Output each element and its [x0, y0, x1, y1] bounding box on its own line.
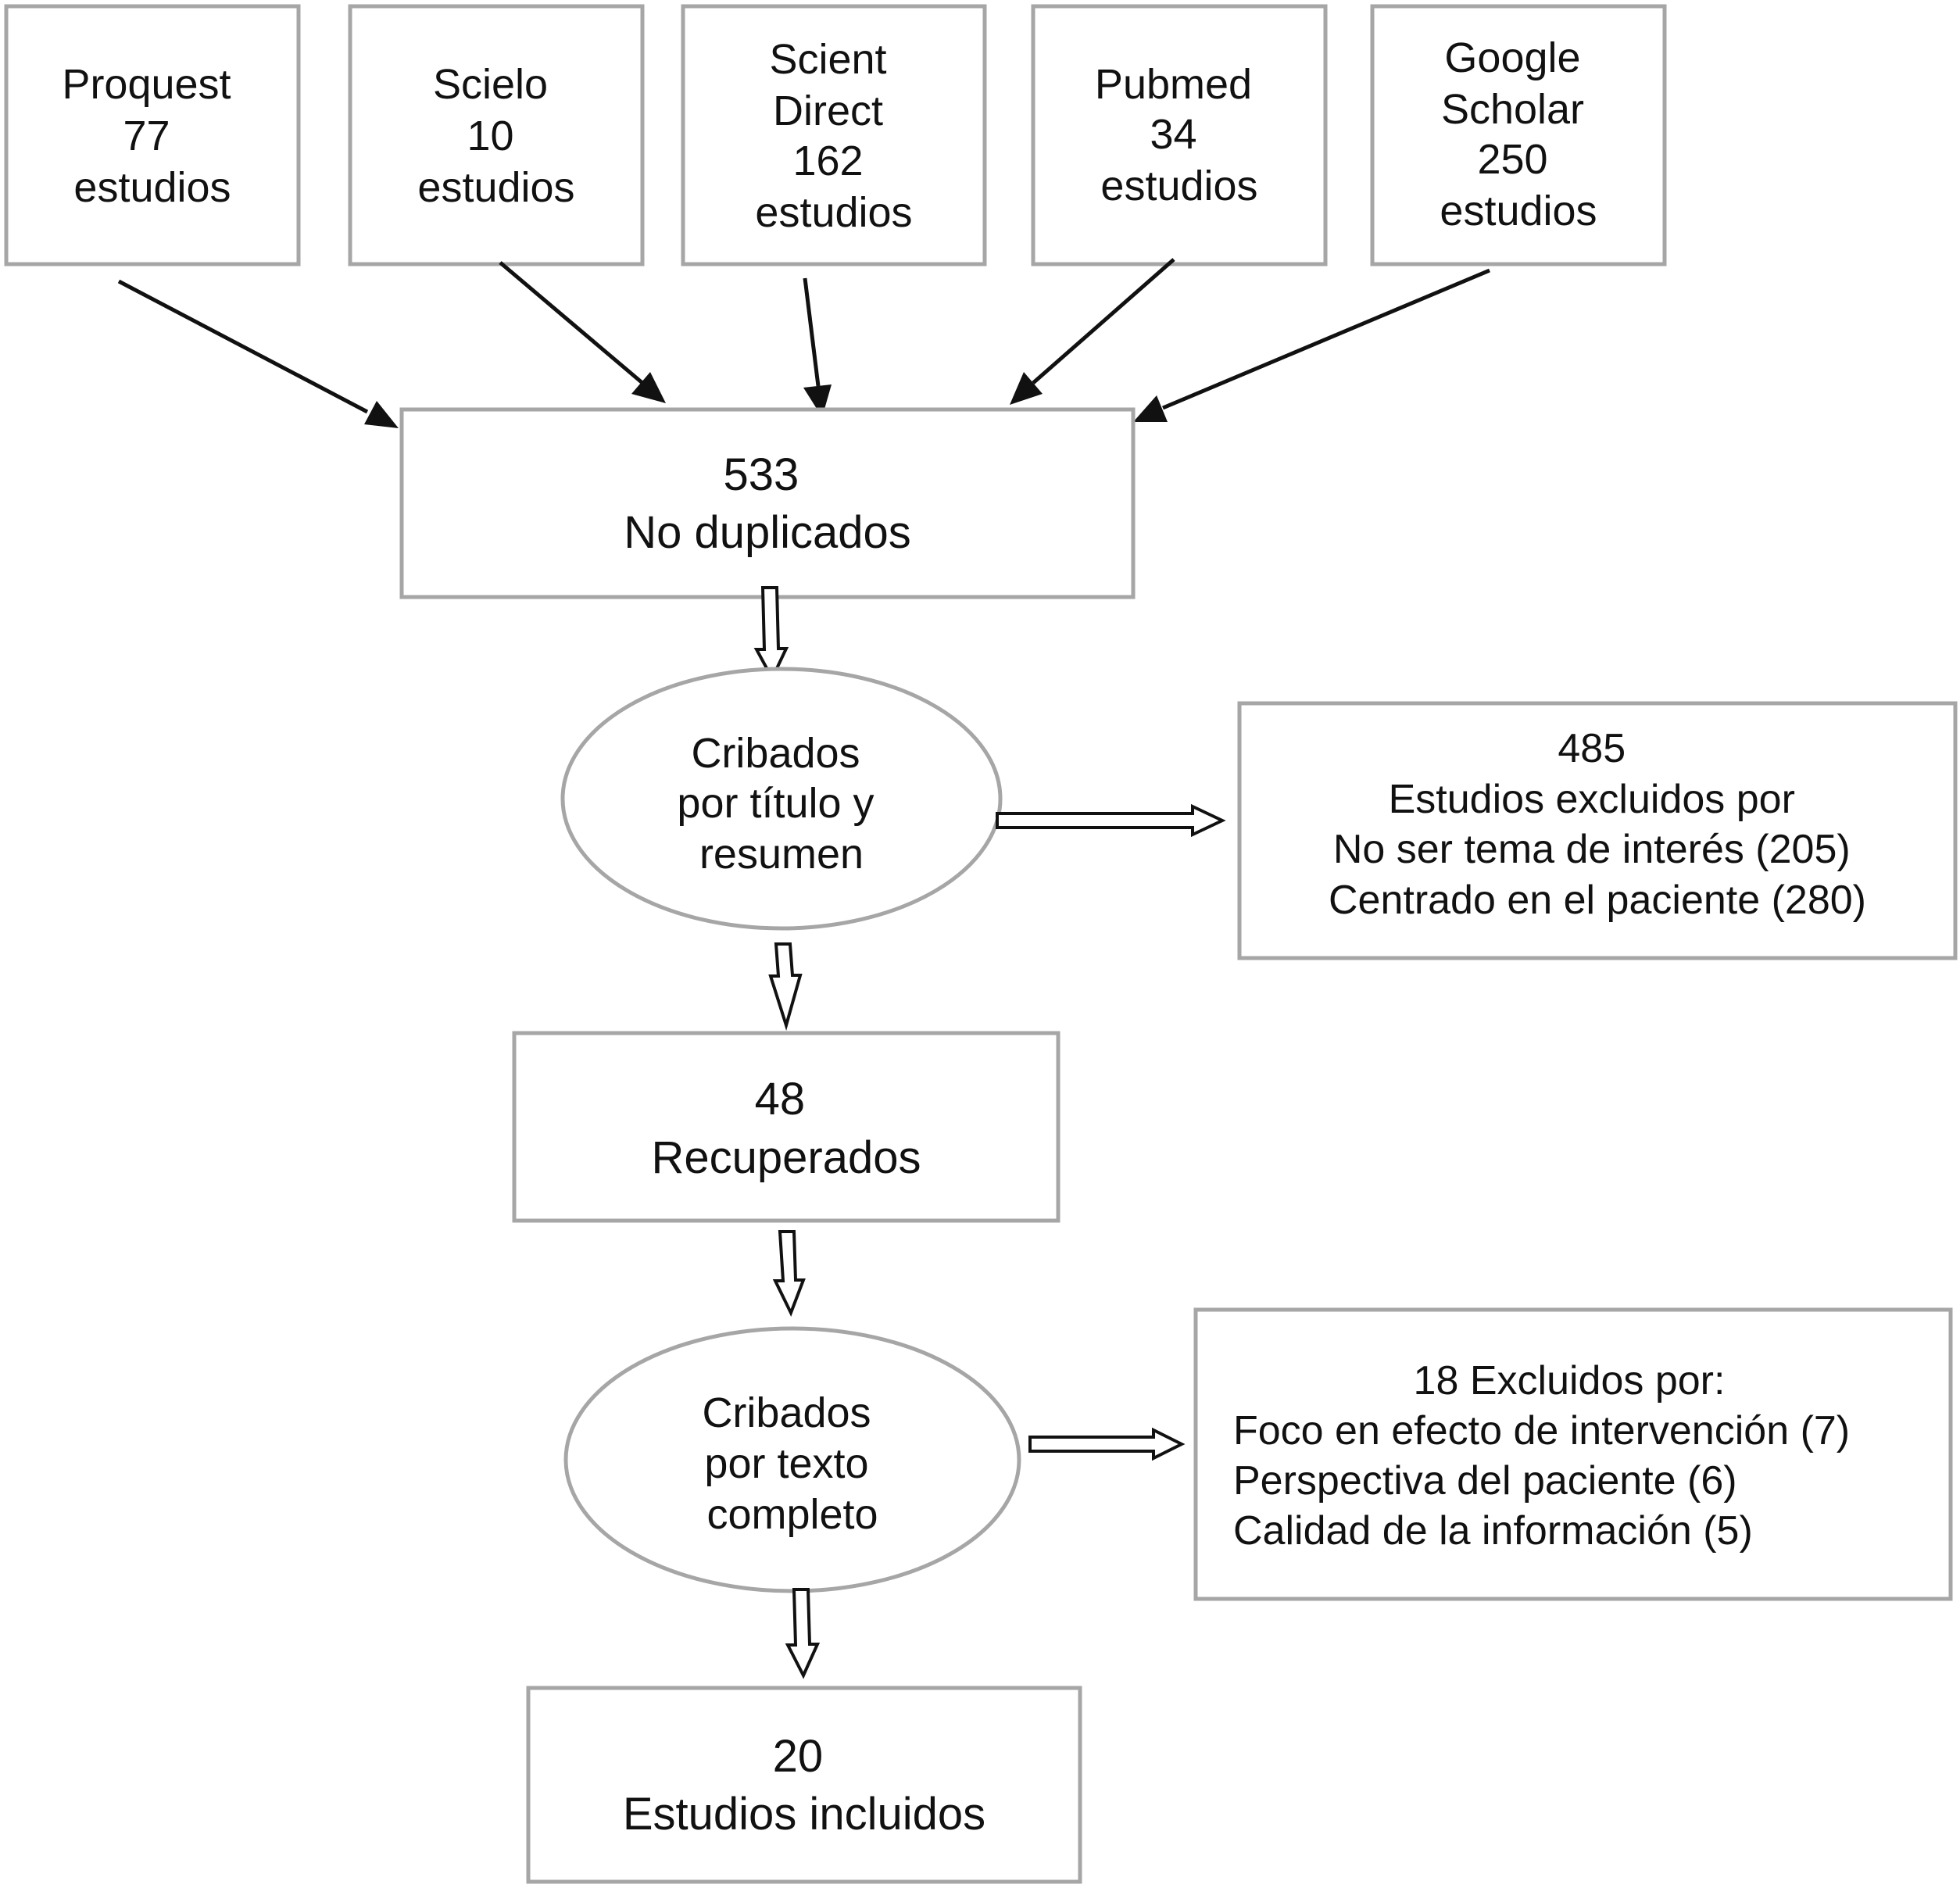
svg-text:Pubmed 34 estudios: Pubmed 34 estudios	[1095, 61, 1264, 209]
hollow-arrow-to-cribado-texto	[772, 1230, 806, 1318]
hollow-arrow-to-recuperados	[768, 942, 803, 1031]
incluidos-box: 20 Estudios incluidos	[526, 1686, 1082, 1884]
arrow-scielo-to-no-duplicados	[499, 261, 666, 403]
source-box-proquest: Proquest 77 estudios	[4, 4, 301, 266]
source-box-google-scholar: Google Scholar 250 estudios	[1370, 4, 1667, 266]
arrow-scient-direct-to-no-duplicados	[803, 277, 832, 417]
no-duplicados-box: 533 No duplicados	[399, 407, 1136, 599]
hollow-arrow-to-cribado-titulo	[753, 586, 789, 682]
source-box-scielo: Scielo 10 estudios	[348, 4, 645, 266]
excluidos-texto-box: 18 Excluidos por: Foco en efecto de inte…	[1193, 1307, 1953, 1601]
source-box-scient-direct: Scient Direct 162 estudios	[681, 4, 987, 266]
arrow-pubmed-to-no-duplicados	[1010, 258, 1175, 405]
excluidos-titulo-box: 485 Estudios excluidos por No ser tema d…	[1237, 701, 1958, 960]
svg-text:48 Recuperados: 48 Recuperados	[652, 1074, 921, 1183]
svg-text:20 Estudios incluidos: 20 Estudios incluidos	[623, 1731, 985, 1840]
hollow-arrow-to-excluidos-texto	[1028, 1427, 1186, 1461]
svg-text:Scient Direct 162: Scient Direct 162 estudios	[755, 36, 912, 236]
svg-text:Google Scholar 250: Google Scholar 250 estudios	[1440, 34, 1597, 234]
hollow-arrow-to-excluidos-titulo	[996, 803, 1226, 838]
svg-text:Cribados por texto: Cribados por texto completo	[702, 1389, 882, 1538]
svg-text:18 Excluidos por:: 18 Excluidos por:	[1414, 1358, 1726, 1403]
cribado-texto-ellipse: Cribados por texto completo	[563, 1326, 1021, 1593]
cribado-titulo-ellipse: Cribados por título y resumen	[560, 667, 1003, 931]
arrow-google-scholar-to-no-duplicados	[1133, 268, 1490, 422]
svg-text:Cribados por título y: Cribados por título y resumen	[677, 730, 885, 878]
source-box-pubmed: Pubmed 34 estudios	[1031, 4, 1328, 266]
svg-text:Proquest 77 estudi: Proquest 77 estudios	[62, 61, 242, 211]
svg-text:485 Estudios excluidos p: 485 Estudios excluidos por No ser tema d…	[1329, 726, 1866, 923]
arrow-proquest-to-no-duplicados	[117, 279, 399, 428]
svg-text:Scielo 10 estudios: Scielo 10 estudios	[417, 61, 574, 211]
svg-text:Foco en efecto de intervención: Foco en efecto de intervención (7) Persp…	[1233, 1408, 1862, 1554]
recuperados-box: 48 Recuperados	[512, 1031, 1060, 1223]
svg-text:533 No duplicados: 533 No duplicados	[624, 449, 911, 558]
hollow-arrow-to-incluidos	[785, 1588, 821, 1679]
